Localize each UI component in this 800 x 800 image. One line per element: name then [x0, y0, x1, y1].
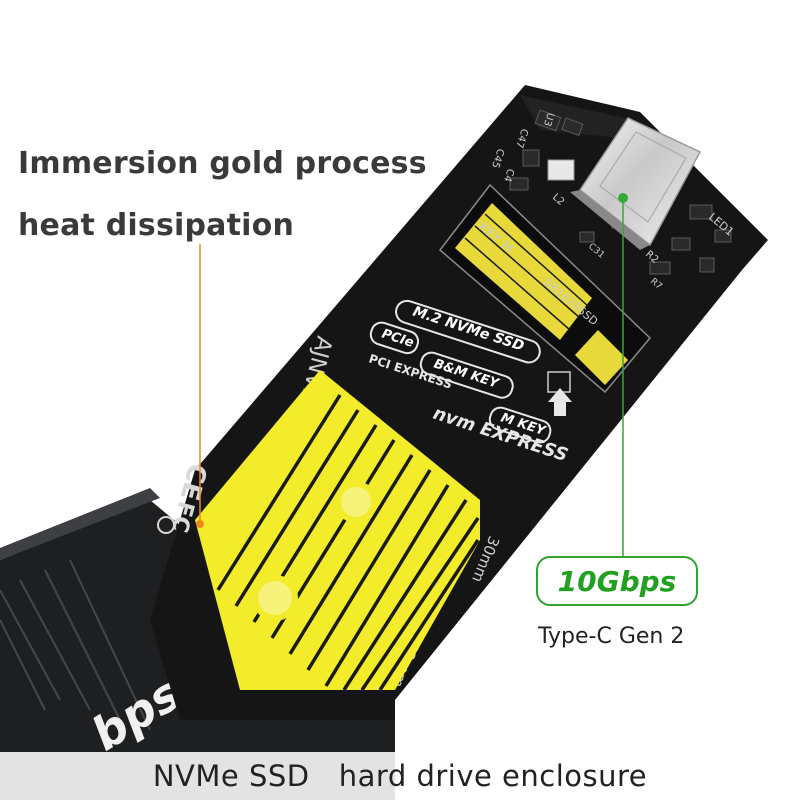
recycle-mark-icon — [157, 516, 175, 534]
mount-hole-lower — [252, 575, 298, 621]
usb-c-connector-icon — [570, 117, 702, 250]
port-callout-leader — [618, 193, 628, 556]
m2-key-slot: KEY M DR16286SD — [438, 183, 652, 394]
headline-line-2: heat dissipation — [18, 208, 294, 243]
pcb-board: U3 C47 C45 C4 R2 L2 C31 R7 LED1 AJNVME00… — [150, 85, 768, 720]
badge-mkey-frame — [488, 406, 552, 444]
port-type-label: Type-C Gen 2 — [538, 624, 685, 649]
arrow-up-icon — [548, 388, 572, 416]
gold-callout-leader — [196, 244, 204, 528]
ref-c4: C4 — [501, 167, 516, 183]
badge-m2-frame — [395, 299, 541, 364]
headline-line-1: Immersion gold process — [18, 146, 427, 181]
mount-hole-upper — [335, 481, 377, 523]
badge-bm-frame — [419, 351, 514, 399]
gold-heat-pad — [195, 370, 480, 691]
ref-u3: U3 — [541, 111, 556, 127]
footer-title: NVMe SSD hard drive enclosure — [152, 759, 648, 793]
smd-components — [509, 109, 732, 275]
badge-pcie-frame — [369, 321, 420, 355]
speed-callout: 10Gbps — [536, 556, 698, 606]
speed-value: 10Gbps — [557, 564, 677, 598]
heatsink-fins — [0, 559, 151, 731]
footer-banner: NVMe SSD hard drive enclosure — [0, 752, 800, 800]
